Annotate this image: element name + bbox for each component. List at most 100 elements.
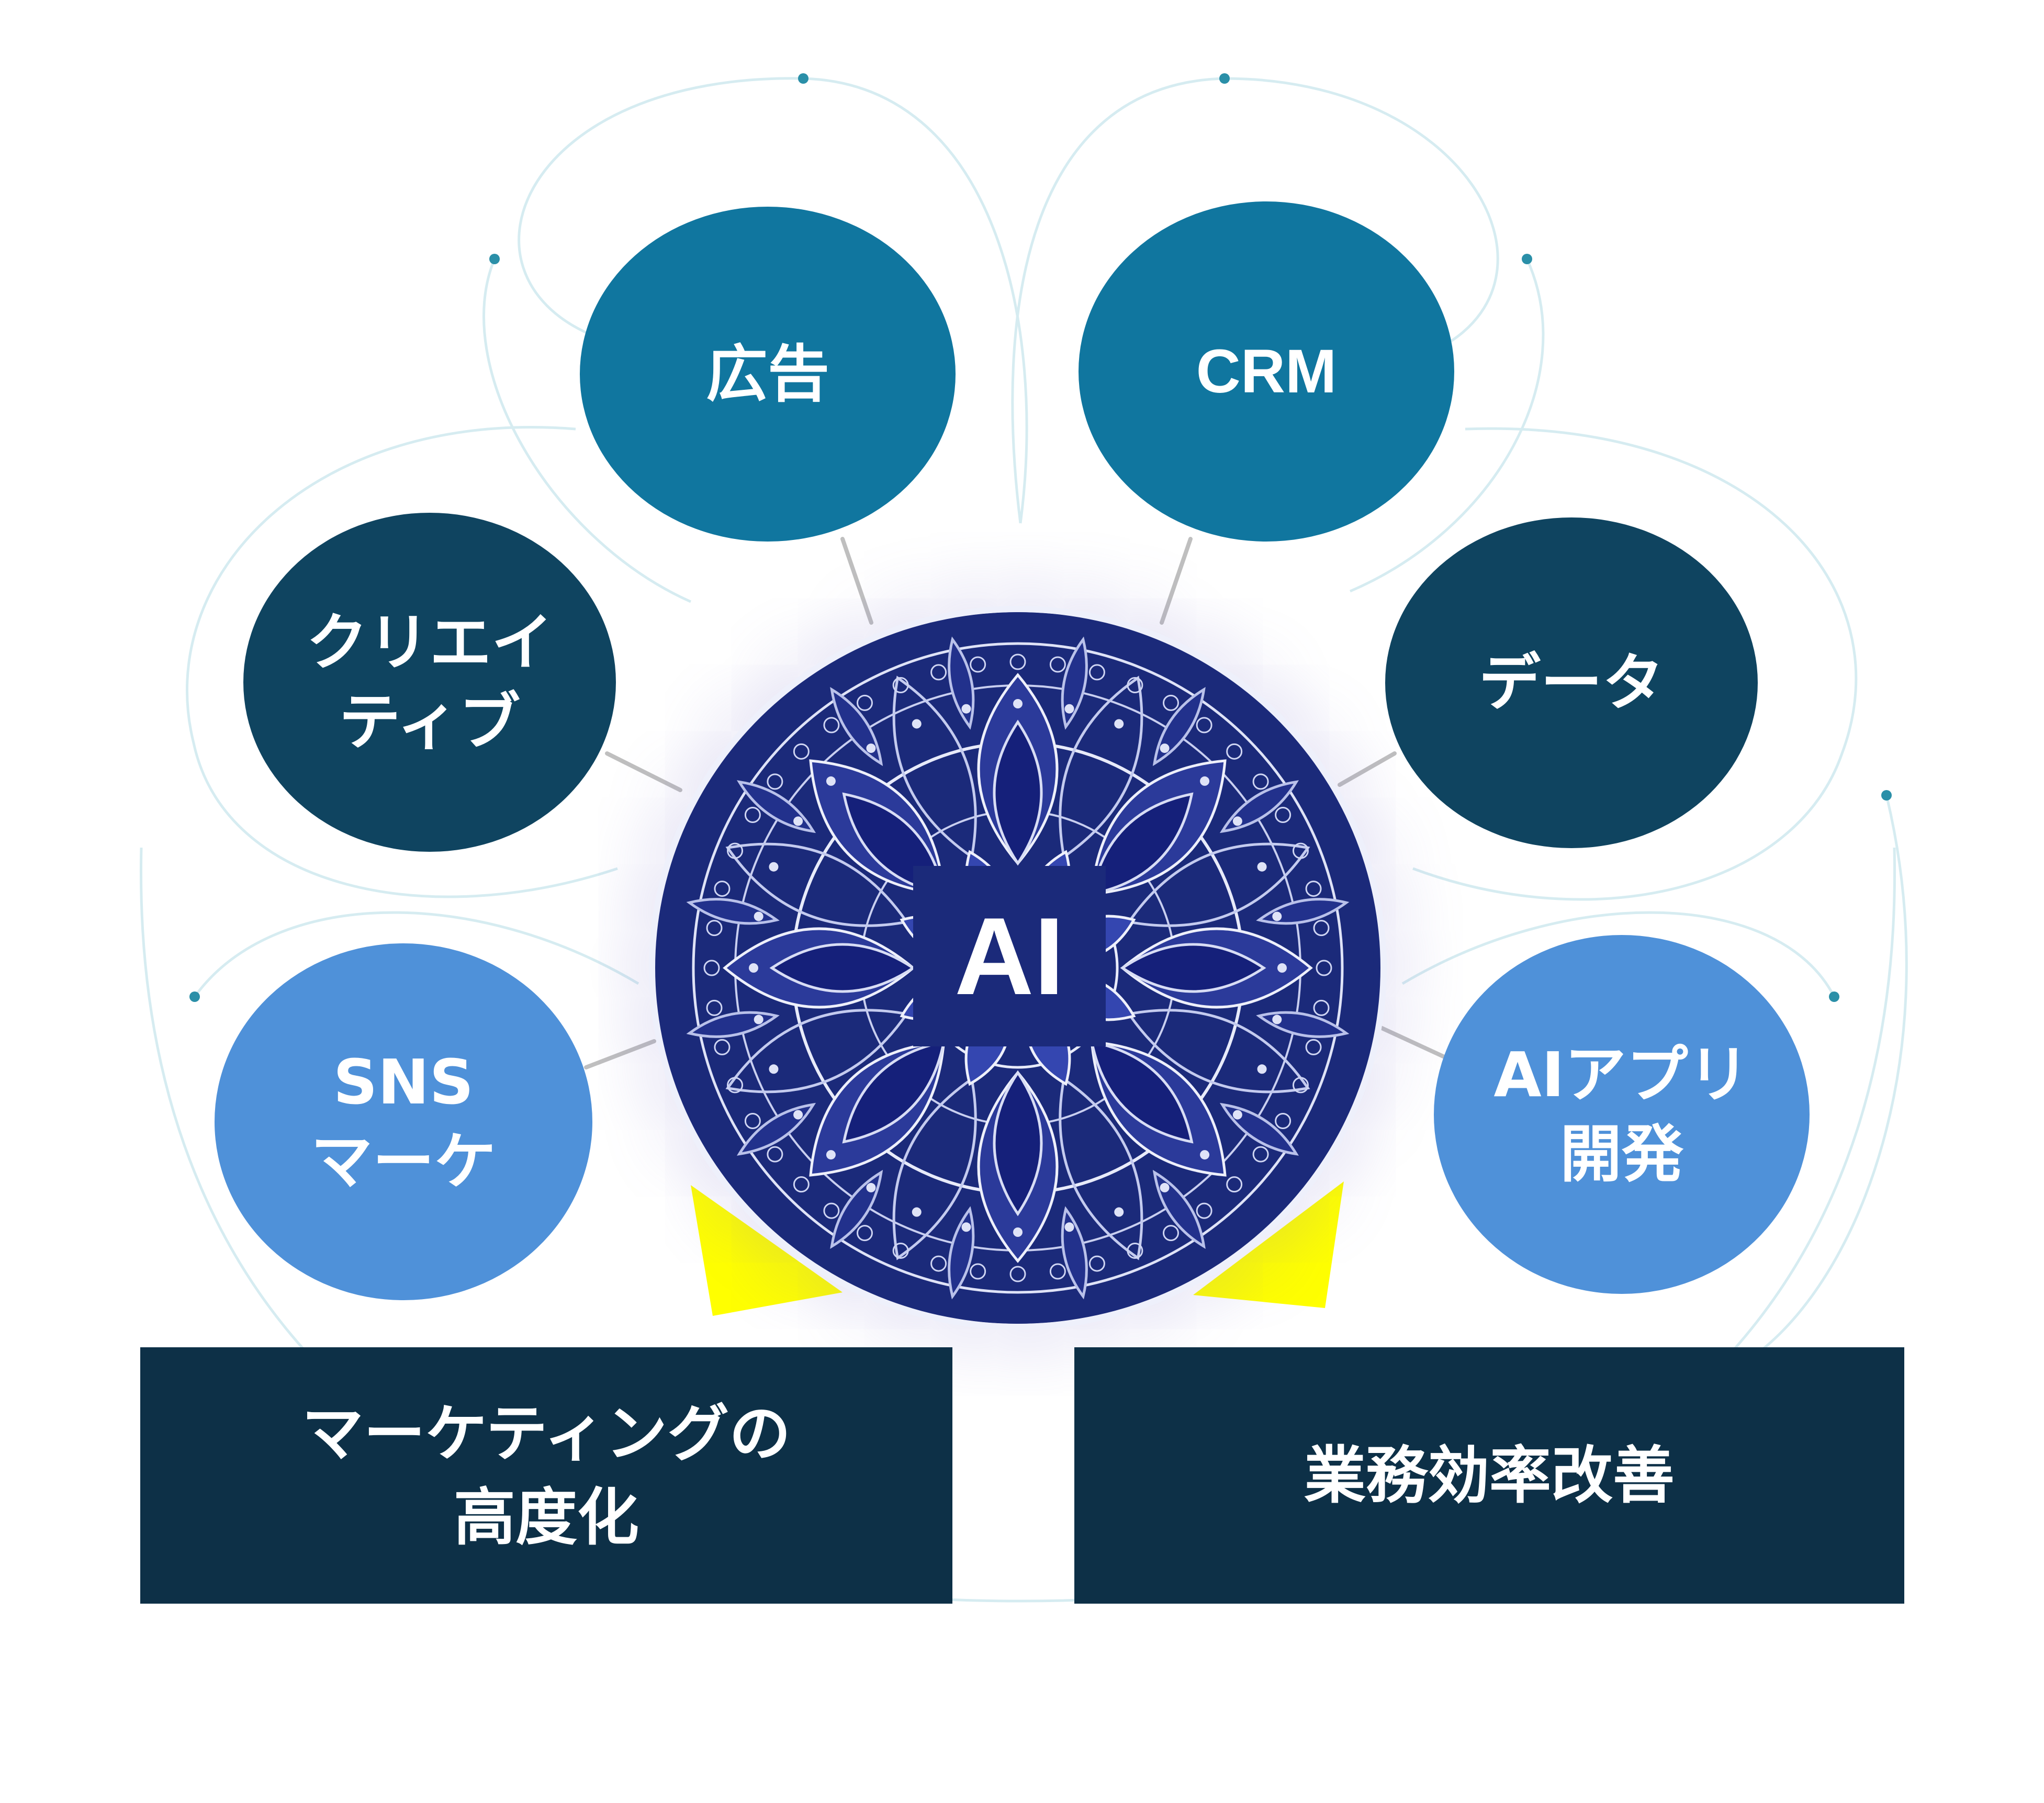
connector-koukoku [840,537,873,625]
mandala-ornament [842,1040,946,1144]
mandala-ornament [826,1150,836,1160]
mandala-ornament [1064,1222,1074,1232]
outcome-efficiency: 業務効率改善 [1074,1347,1904,1604]
node-label: クリエイ ティブ [306,606,553,758]
mandala-ornament [1316,960,1332,976]
mandala-ornament [1272,911,1282,921]
mandala-ornament [1313,920,1330,937]
mandala-ornament [912,719,922,729]
loop-left-low [193,911,639,998]
arrow-right [1193,1181,1344,1308]
mandala-ornament [857,694,873,711]
decor-dot [189,991,200,1002]
decor-dot [798,73,808,84]
mandala-ornament [706,920,723,937]
connector-data [1338,751,1397,787]
mandala-ornament [1232,816,1242,826]
mandala-ornament [793,1110,803,1120]
mandala-ornament [1088,1255,1105,1272]
mandala-ornament [1127,677,1143,694]
side-right [1747,795,1908,1362]
mandala-ornament [1163,1225,1179,1242]
mandala-ornament [1226,743,1243,760]
decor-dot [1881,790,1892,801]
mandala-ornament [1163,694,1179,711]
node-label: 広告 [705,338,829,410]
mandala-ornament [961,1222,971,1232]
mandala-ornament [1114,1207,1124,1217]
decor-dot [1522,254,1532,264]
mandala-ornament [892,677,909,694]
mandala-ornament [1257,862,1267,872]
mandala-ornament [1127,1242,1143,1259]
mandala-ornament [744,807,761,823]
mandala-ornament [744,1113,761,1129]
mandala-ornament [961,704,971,714]
outcome-label: マーケティングの 高度化 [301,1398,791,1553]
mandala-ornament [706,999,723,1016]
mandala-ornament [1200,776,1210,786]
node-sns-marke: SNS マーケ [215,943,592,1300]
mandala-ornament [1090,792,1194,896]
mandala-ornament [1160,1182,1170,1192]
mandala-ornament [970,1263,986,1280]
mandala-ornament [1196,1202,1212,1219]
mandala-ornament [823,1202,840,1219]
connector-crm [1160,537,1193,625]
mandala-ornament [767,773,783,790]
mandala-ornament [1088,664,1105,681]
decor-dot [1829,991,1839,1002]
mandala-ornament [1292,1077,1309,1094]
connector-aiapp [1374,1023,1446,1059]
mandala-ornament [793,743,810,760]
mandala-ornament [692,642,1344,1294]
mandala-ornament [1009,653,1026,670]
mandala-ornament [823,717,840,734]
mandala-ornament [930,1255,947,1272]
mandala-ornament [714,1039,731,1055]
mandala-ornament [1252,1146,1269,1163]
mandala-ornament [1120,943,1266,993]
mandala-ornament [1275,807,1291,823]
mandala-ornament [1305,1039,1322,1055]
mandala-ornament [767,1146,783,1163]
mandala-ornament [1200,1150,1210,1160]
ai-label: AI [954,894,1064,1018]
mandala-ornament [769,862,779,872]
ai-label-box: AI [913,866,1106,1046]
curl-top-right-2 [1011,77,1225,524]
mandala-ornament [1114,719,1124,729]
outcome-label: 業務効率改善 [1304,1439,1675,1512]
loop-right [1412,427,1858,901]
loop-right-low [1401,911,1836,998]
mandala-ornament [1049,656,1066,673]
node-ai-app-dev: AIアプリ 開発 [1434,935,1810,1294]
loop-left [186,426,618,898]
node-data: データ [1385,517,1758,848]
node-label: CRM [1196,337,1337,406]
mandala-ornament [912,1207,922,1217]
mandala-ornament [866,743,876,753]
curl-left [482,258,692,603]
mandala-ornament [793,816,803,826]
mandala-ornament [703,960,720,976]
mandala-ornament [1196,717,1212,734]
node-creative: クリエイ ティブ [243,513,616,852]
node-koukoku: 広告 [580,207,956,542]
mandala-ornament [1257,1064,1267,1074]
mandala-ornament [727,1077,744,1094]
curl-top-right [1224,77,1499,347]
curl-top-left [518,77,804,336]
mandala-ornament [749,963,758,973]
node-label: データ [1478,647,1664,719]
mandala-ornament [1160,743,1170,753]
mandala-ornament [793,1176,810,1193]
mandala-ornament [930,664,947,681]
mandala-ornament [1013,699,1023,708]
mandala-ornament [754,1015,763,1024]
mandala-ornament [892,1242,909,1259]
mandala-ornament [1272,1015,1282,1024]
mandala-ornament [1292,842,1309,859]
mandala-ornament [993,719,1043,866]
